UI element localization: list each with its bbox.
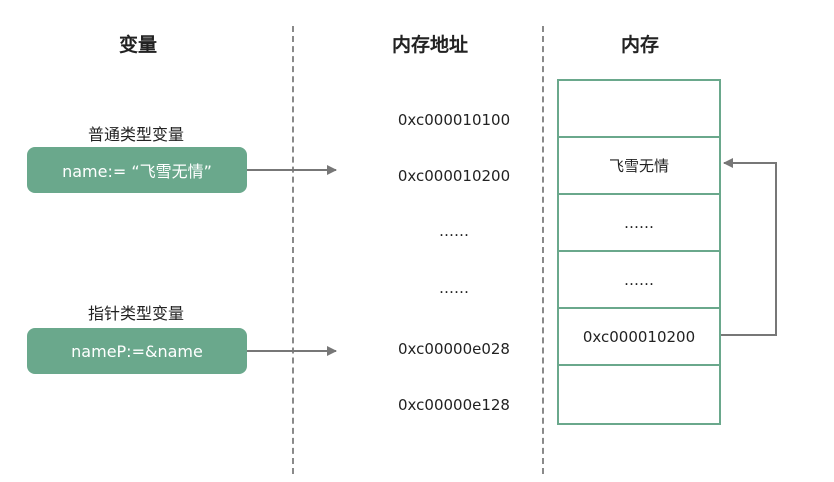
memory-cell-value: ……: [624, 270, 654, 289]
address-label: 0xc00000e128: [398, 396, 510, 414]
normal-variable-box: name:= “飞雪无情”: [27, 147, 247, 193]
pointer-variable-caption: 指针类型变量: [87, 304, 184, 323]
memory-cell-value: ……: [624, 213, 654, 232]
header-memory: 内存: [620, 34, 659, 56]
memory-cell: 飞雪无情: [559, 138, 719, 195]
address-ellipsis: ……: [439, 222, 469, 240]
normal-variable-caption: 普通类型变量: [87, 125, 184, 144]
memory-table: 飞雪无情 …… …… 0xc000010200: [557, 79, 721, 425]
header-variables: 变量: [118, 34, 157, 56]
memory-cell: [559, 81, 719, 138]
divider-left: [292, 26, 294, 474]
normal-variable-code: name:= “飞雪无情”: [62, 162, 212, 181]
pointer-variable-code: nameP:=&name: [71, 341, 203, 361]
address-label: 0xc000010200: [397, 167, 511, 185]
memory-cell: 0xc000010200: [559, 309, 719, 366]
memory-cell: ……: [559, 195, 719, 252]
arrow-pointer-value-to-target: [721, 158, 777, 336]
memory-cell: ……: [559, 252, 719, 309]
address-label: 0xc000010100: [397, 111, 511, 129]
header-memory-address: 内存地址: [391, 34, 468, 56]
memory-cell-value: 飞雪无情: [608, 157, 669, 175]
divider-right: [542, 26, 544, 474]
memory-cell-value: 0xc000010200: [582, 327, 696, 346]
address-label: 0xc00000e028: [398, 340, 510, 358]
pointer-variable-box: nameP:=&name: [27, 328, 247, 374]
address-ellipsis: ……: [439, 279, 469, 297]
